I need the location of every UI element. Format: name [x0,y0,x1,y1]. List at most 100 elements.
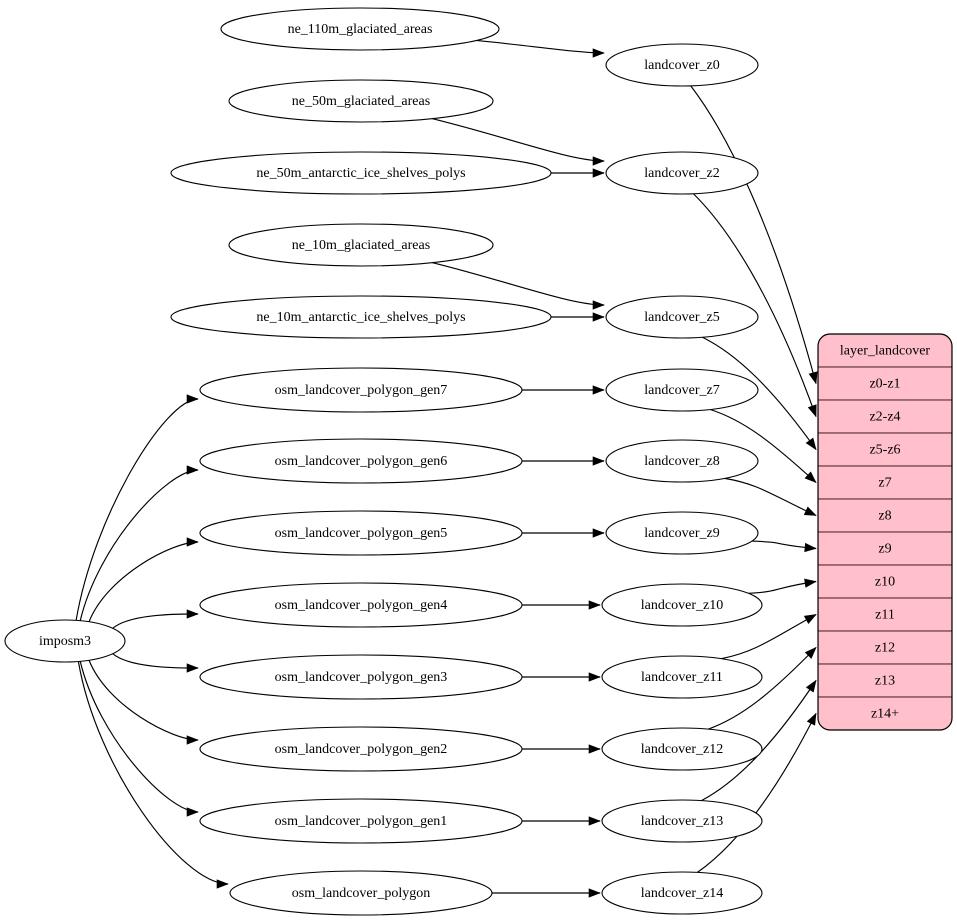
node-label-landcover_z12: landcover_z12 [641,742,723,757]
edge-landcover_z12-to-row-z12 [708,646,817,730]
node-label-osm_landcover_polygon_gen6: osm_landcover_polygon_gen6 [275,454,448,469]
edge-ne_10m_antarctic_ice_shelves_polys-to-landcover_z5 [551,312,605,322]
node-landcover_z12[interactable]: landcover_z12 [601,727,763,771]
node-osm_landcover_polygon_gen7[interactable]: osm_landcover_polygon_gen7 [199,367,523,413]
node-imposm3[interactable]: imposm3 [4,619,126,663]
node-ne_50m_antarctic_ice_shelves_polys[interactable]: ne_50m_antarctic_ice_shelves_polys [170,151,552,195]
edge-osm_landcover_polygon_gen1-to-landcover_z13 [522,816,601,826]
layer-table-row-z2-z4[interactable]: z2-z4 [818,399,952,434]
node-landcover_z9[interactable]: landcover_z9 [605,511,759,555]
edge-ne_110m_glaciated_areas-to-landcover_z0 [476,39,605,58]
layer-table-row-label-z2-z4: z2-z4 [869,410,900,425]
edges-layer [75,39,818,898]
node-label-landcover_z0: landcover_z0 [644,58,719,73]
layer-table-outline [817,333,953,731]
node-label-osm_landcover_polygon: osm_landcover_polygon [292,886,430,901]
node-label-landcover_z2: landcover_z2 [644,166,719,181]
node-ne_10m_antarctic_ice_shelves_polys[interactable]: ne_10m_antarctic_ice_shelves_polys [170,295,552,339]
node-osm_landcover_polygon_gen4[interactable]: osm_landcover_polygon_gen4 [199,582,523,628]
layer-table-row-label-z13: z13 [875,674,895,689]
edge-osm_landcover_polygon_gen4-to-landcover_z10 [522,600,601,610]
layer-table-row-label-z9: z9 [878,542,891,557]
node-osm_landcover_polygon_gen1[interactable]: osm_landcover_polygon_gen1 [199,798,523,844]
node-label-osm_landcover_polygon_gen7: osm_landcover_polygon_gen7 [275,383,448,398]
edge-imposm3-to-osm_landcover_polygon_gen1 [79,661,199,817]
node-label-ne_10m_antarctic_ice_shelves_polys: ne_10m_antarctic_ice_shelves_polys [256,310,465,325]
edge-osm_landcover_polygon_gen5-to-landcover_z9 [522,528,605,538]
layer-table-row-z0-z1[interactable]: z0-z1 [818,366,952,401]
node-label-ne_50m_antarctic_ice_shelves_polys: ne_50m_antarctic_ice_shelves_polys [256,166,465,181]
node-landcover_z0[interactable]: landcover_z0 [605,43,759,87]
edge-landcover_z5-to-row-z5-z6 [702,336,817,451]
layer-table-row-z13[interactable]: z13 [818,663,952,698]
layer-table-row-label-z12: z12 [875,641,895,656]
node-landcover_z11[interactable]: landcover_z11 [601,655,763,699]
edge-landcover_z7-to-row-z7 [710,408,817,484]
node-landcover_z2[interactable]: landcover_z2 [605,151,759,195]
node-label-landcover_z11: landcover_z11 [641,670,723,685]
node-label-landcover_z14: landcover_z14 [641,886,723,901]
edge-landcover_z2-to-row-z2-z4 [693,193,817,418]
layer-table-row-z8[interactable]: z8 [818,498,952,533]
node-label-landcover_z10: landcover_z10 [641,598,723,613]
edge-osm_landcover_polygon_gen6-to-landcover_z8 [522,456,605,466]
layer-landcover-table: layer_landcover z0-z1 z2-z4 z5-z6 z7 z8 z9 z10 z… [817,333,953,731]
edge-imposm3-to-osm_landcover_polygon [77,661,229,889]
node-label-landcover_z13: landcover_z13 [641,814,723,829]
node-ne_110m_glaciated_areas[interactable]: ne_110m_glaciated_areas [220,7,500,51]
layer-table-row-z10[interactable]: z10 [818,564,952,599]
layer-table-row-z5-z6[interactable]: z5-z6 [818,432,952,467]
layer-table-row-z7[interactable]: z7 [818,465,952,500]
node-landcover_z7[interactable]: landcover_z7 [605,368,759,412]
edge-ne_10m_glaciated_areas-to-landcover_z5 [432,262,605,310]
node-landcover_z13[interactable]: landcover_z13 [601,799,763,843]
layer-table-row-z14+[interactable]: z14+ [818,696,952,730]
node-label-landcover_z7: landcover_z7 [644,383,719,398]
node-ne_50m_glaciated_areas[interactable]: ne_50m_glaciated_areas [228,79,494,123]
layer-table-row-label-z10: z10 [875,575,895,590]
node-label-ne_110m_glaciated_areas: ne_110m_glaciated_areas [288,22,433,37]
layer-table-row-z12[interactable]: z12 [818,630,952,665]
edge-landcover_z10-to-row-z10 [748,578,817,594]
node-osm_landcover_polygon_gen2[interactable]: osm_landcover_polygon_gen2 [199,726,523,772]
node-landcover_z5[interactable]: landcover_z5 [605,295,759,339]
edge-landcover_z13-to-row-z13 [701,679,817,802]
node-landcover_z10[interactable]: landcover_z10 [601,583,763,627]
node-label-ne_10m_glaciated_areas: ne_10m_glaciated_areas [292,238,430,253]
layer-table-row-label-z7: z7 [878,476,891,491]
node-osm_landcover_polygon[interactable]: osm_landcover_polygon [229,870,493,916]
layer-table-row-label-z0-z1: z0-z1 [869,377,900,392]
layer-table-row-label-z14+: z14+ [871,707,899,722]
edge-osm_landcover_polygon_gen7-to-landcover_z7 [522,385,605,395]
node-label-landcover_z9: landcover_z9 [644,526,719,541]
edge-imposm3-to-osm_landcover_polygon_gen5 [88,537,199,622]
node-osm_landcover_polygon_gen5[interactable]: osm_landcover_polygon_gen5 [199,510,523,556]
edge-landcover_z8-to-row-z8 [724,477,817,517]
layer-table-row-z11[interactable]: z11 [818,597,952,632]
edge-osm_landcover_polygon-to-landcover_z14 [491,888,601,898]
node-label-osm_landcover_polygon_gen4: osm_landcover_polygon_gen4 [275,598,448,613]
edge-imposm3-to-osm_landcover_polygon_gen4 [112,609,199,629]
edge-osm_landcover_polygon_gen2-to-landcover_z12 [521,744,601,754]
node-osm_landcover_polygon_gen6[interactable]: osm_landcover_polygon_gen6 [199,438,523,484]
node-landcover_z8[interactable]: landcover_z8 [605,439,759,483]
node-label-osm_landcover_polygon_gen3: osm_landcover_polygon_gen3 [275,670,448,685]
node-label-imposm3: imposm3 [39,634,91,649]
layer-table-row-label-z11: z11 [875,608,895,623]
layer-table-header-label: layer_landcover [840,344,931,359]
node-ne_10m_glaciated_areas[interactable]: ne_10m_glaciated_areas [228,223,494,267]
edge-landcover_z11-to-row-z11 [721,613,817,660]
node-label-osm_landcover_polygon_gen5: osm_landcover_polygon_gen5 [275,526,448,541]
edge-landcover_z9-to-row-z9 [752,540,817,553]
edge-ne_50m_antarctic_ice_shelves_polys-to-landcover_z2 [551,168,605,178]
node-landcover_z14[interactable]: landcover_z14 [601,871,763,915]
layer-table-row-label-z5-z6: z5-z6 [869,443,900,458]
layer-table-row-label-z8: z8 [878,509,891,524]
layer-table-row-z9[interactable]: z9 [818,531,952,566]
node-osm_landcover_polygon_gen3[interactable]: osm_landcover_polygon_gen3 [199,654,523,700]
node-label-osm_landcover_polygon_gen2: osm_landcover_polygon_gen2 [275,742,448,757]
nodes-layer: imposm3 ne_110m_glaciated_areas ne_50m_gla… [4,7,763,916]
node-label-osm_landcover_polygon_gen1: osm_landcover_polygon_gen1 [275,814,448,829]
edge-imposm3-to-osm_landcover_polygon_gen3 [112,653,199,673]
